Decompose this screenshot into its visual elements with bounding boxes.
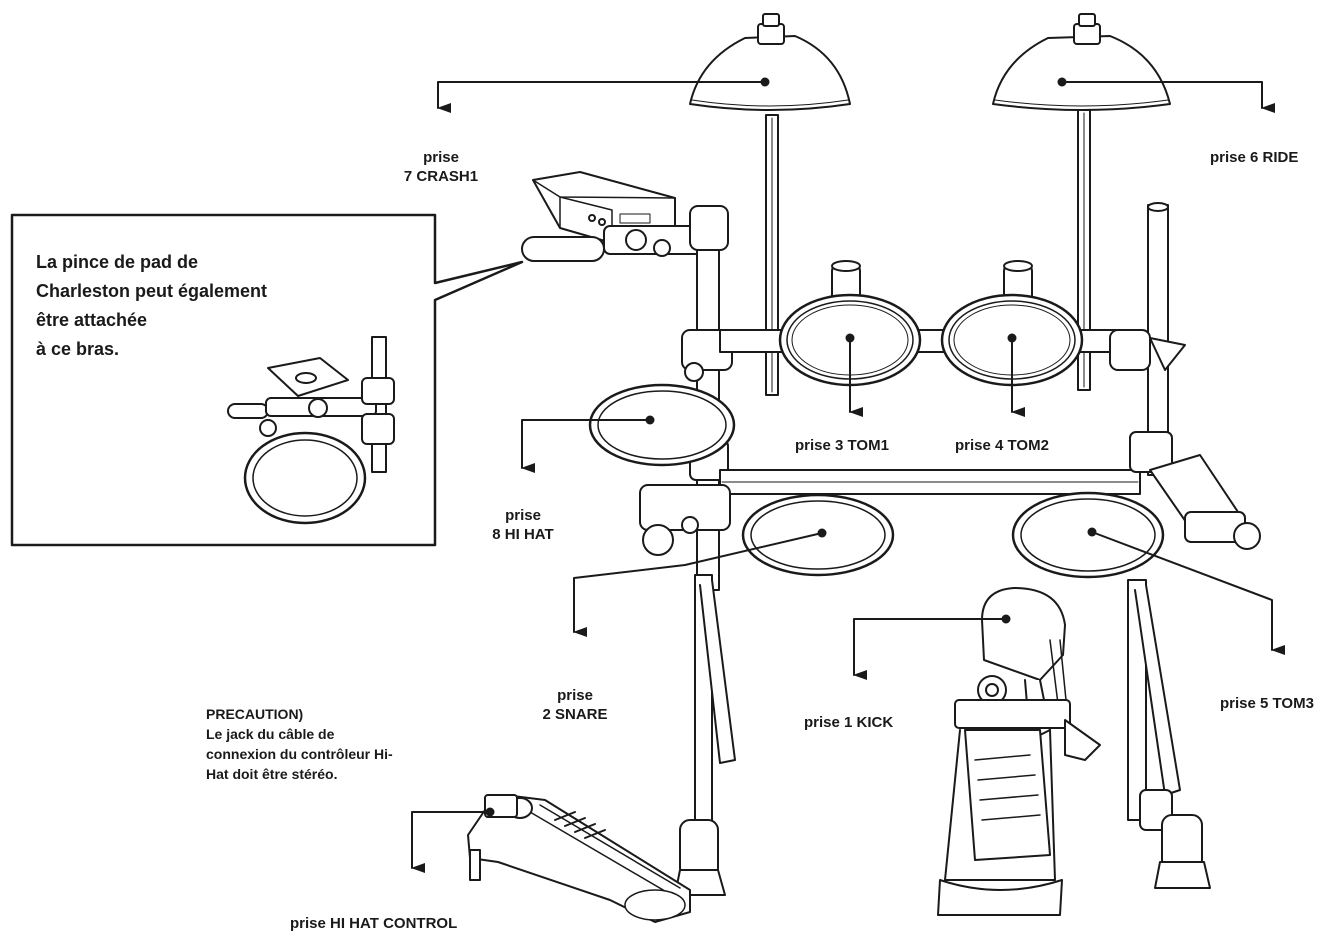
callout-line: à ce bras. xyxy=(36,339,120,359)
inset-clamp-illustration xyxy=(227,336,395,525)
leader-ride xyxy=(1061,81,1275,113)
label-tom2: prise 4 TOM2 xyxy=(955,437,1049,454)
hihat-control-pedal xyxy=(467,794,691,923)
ride-cymbal xyxy=(992,13,1171,111)
right-frame xyxy=(1109,329,1261,550)
crash-cymbal xyxy=(689,13,851,111)
label-snare-line2: 2 SNARE xyxy=(542,706,608,723)
leader-tom3 xyxy=(1091,531,1285,655)
label-snare-line1: prise xyxy=(557,687,593,704)
kick-pedal xyxy=(937,675,1101,916)
module-arm xyxy=(521,205,729,262)
label-hihat-line1: prise xyxy=(505,507,541,524)
label-crash: prise 7 CRASH1 xyxy=(400,148,482,186)
label-snare: prise 2 SNARE xyxy=(530,686,620,724)
warning-line: Hat doit être stéréo. xyxy=(206,766,338,782)
label-kick: prise 1 KICK xyxy=(804,714,894,731)
label-crash-line2: 7 CRASH1 xyxy=(403,168,479,185)
label-hihat-control: prise HI HAT CONTROL xyxy=(290,915,458,932)
cymbal-stand-ride xyxy=(1077,109,1091,391)
hihat-pad xyxy=(588,383,736,467)
warning-line: Le jack du câble de xyxy=(206,726,335,742)
callout-line: être attachée xyxy=(36,310,148,330)
label-tom1: prise 3 TOM1 xyxy=(795,437,889,454)
leader-hihat-control xyxy=(411,811,491,873)
callout-text: La pince de pad de Charleston peut égale… xyxy=(36,248,267,364)
label-hihat-line2: 8 HI HAT xyxy=(492,526,554,543)
lower-crossbar xyxy=(719,469,1141,495)
leader-kick xyxy=(853,618,1007,680)
leader-snare xyxy=(573,532,823,637)
callout-line: La pince de pad de xyxy=(36,252,199,272)
warning-line: PRECAUTION) xyxy=(206,706,304,722)
left-clamp xyxy=(639,484,731,556)
warning-line: connexion du contrôleur Hi- xyxy=(206,746,393,762)
left-leg xyxy=(674,574,736,896)
warning-note: PRECAUTION) Le jack du câble de connexio… xyxy=(206,704,393,784)
cymbal-stand-crash xyxy=(765,114,779,396)
tom3-pad xyxy=(1011,491,1165,579)
label-hihat: prise 8 HI HAT xyxy=(478,506,568,544)
leader-hihat xyxy=(521,419,651,473)
label-tom3: prise 5 TOM3 xyxy=(1220,695,1314,712)
leader-crash xyxy=(437,81,766,113)
label-crash-line1: prise xyxy=(423,149,459,166)
right-leg xyxy=(1127,579,1211,889)
label-ride: prise 6 RIDE xyxy=(1210,149,1299,166)
callout-line: Charleston peut également xyxy=(36,281,268,301)
callout-box xyxy=(10,213,524,547)
